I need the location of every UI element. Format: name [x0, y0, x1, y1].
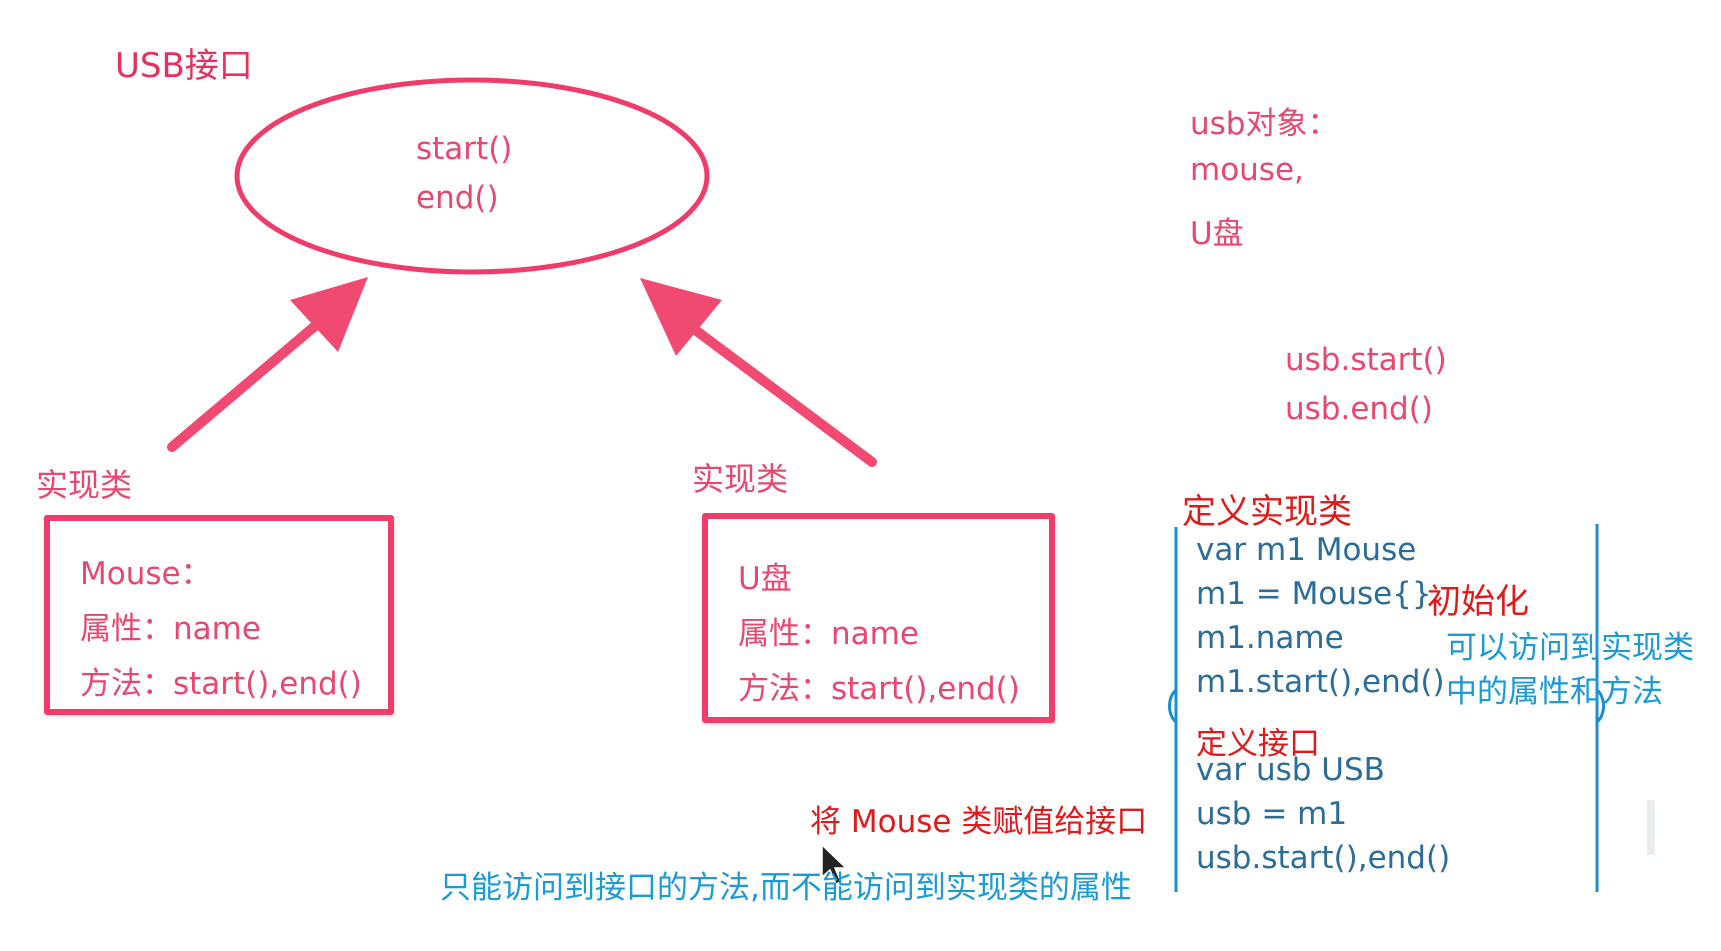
impl-left-class-name: Mouse： [80, 556, 212, 592]
impl-right-methods: 方法：start(),end() [738, 671, 1020, 707]
impl-code-line-1: var m1 Mouse [1196, 532, 1417, 568]
edge-artifact [1647, 800, 1655, 855]
usb-call-start: usb.start() [1285, 342, 1447, 378]
impl-right-attribute: 属性：name [738, 616, 919, 652]
init-note: 初始化 [1427, 582, 1529, 622]
iface-code-line-2: usb = m1 [1196, 796, 1348, 832]
impl-right-box: U盘 属性：name 方法：start(),end() [702, 513, 1055, 723]
iface-code-line-3: usb.start(),end() [1196, 840, 1451, 876]
access-note-line-2: 中的属性和方法 [1446, 674, 1663, 710]
arrow-right-to-interface [640, 278, 877, 467]
impl-right-label: 实现类 [692, 460, 789, 498]
usb-object-udisk: U盘 [1190, 216, 1244, 252]
code-panel-right-notch [1595, 688, 1605, 724]
limit-note: 只能访问到接口的方法,而不能访问到实现类的属性 [440, 870, 1132, 906]
define-impl-heading: 定义实现类 [1182, 492, 1352, 532]
impl-left-attribute: 属性：name [80, 611, 261, 647]
impl-left-methods: 方法：start(),end() [80, 666, 362, 702]
code-panel-left-notch [1168, 688, 1178, 724]
mouse-cursor-icon [821, 843, 848, 885]
usb-objects-heading: usb对象： [1190, 106, 1339, 142]
iface-code-line-1: var usb USB [1196, 752, 1385, 788]
impl-code-line-4: m1.start(),end() [1196, 664, 1445, 700]
interface-method-end: end() [416, 180, 499, 216]
interface-ellipse [234, 77, 710, 275]
assign-note: 将 Mouse 类赋值给接口 [810, 804, 1148, 840]
impl-left-box: Mouse： 属性：name 方法：start(),end() [44, 515, 394, 715]
interface-title: USB接口 [115, 46, 253, 86]
impl-right-class-name: U盘 [738, 561, 792, 597]
impl-code-line-2: m1 = Mouse{} [1196, 576, 1432, 612]
usb-call-end: usb.end() [1285, 391, 1433, 427]
access-note-line-1: 可以访问到实现类 [1446, 630, 1694, 666]
define-iface-heading: 定义接口 [1196, 726, 1320, 762]
arrow-left-to-interface [167, 277, 368, 452]
impl-left-label: 实现类 [36, 466, 133, 504]
impl-code-line-3: m1.name [1196, 620, 1344, 656]
usb-object-mouse: mouse, [1190, 152, 1304, 188]
interface-method-start: start() [416, 131, 513, 167]
